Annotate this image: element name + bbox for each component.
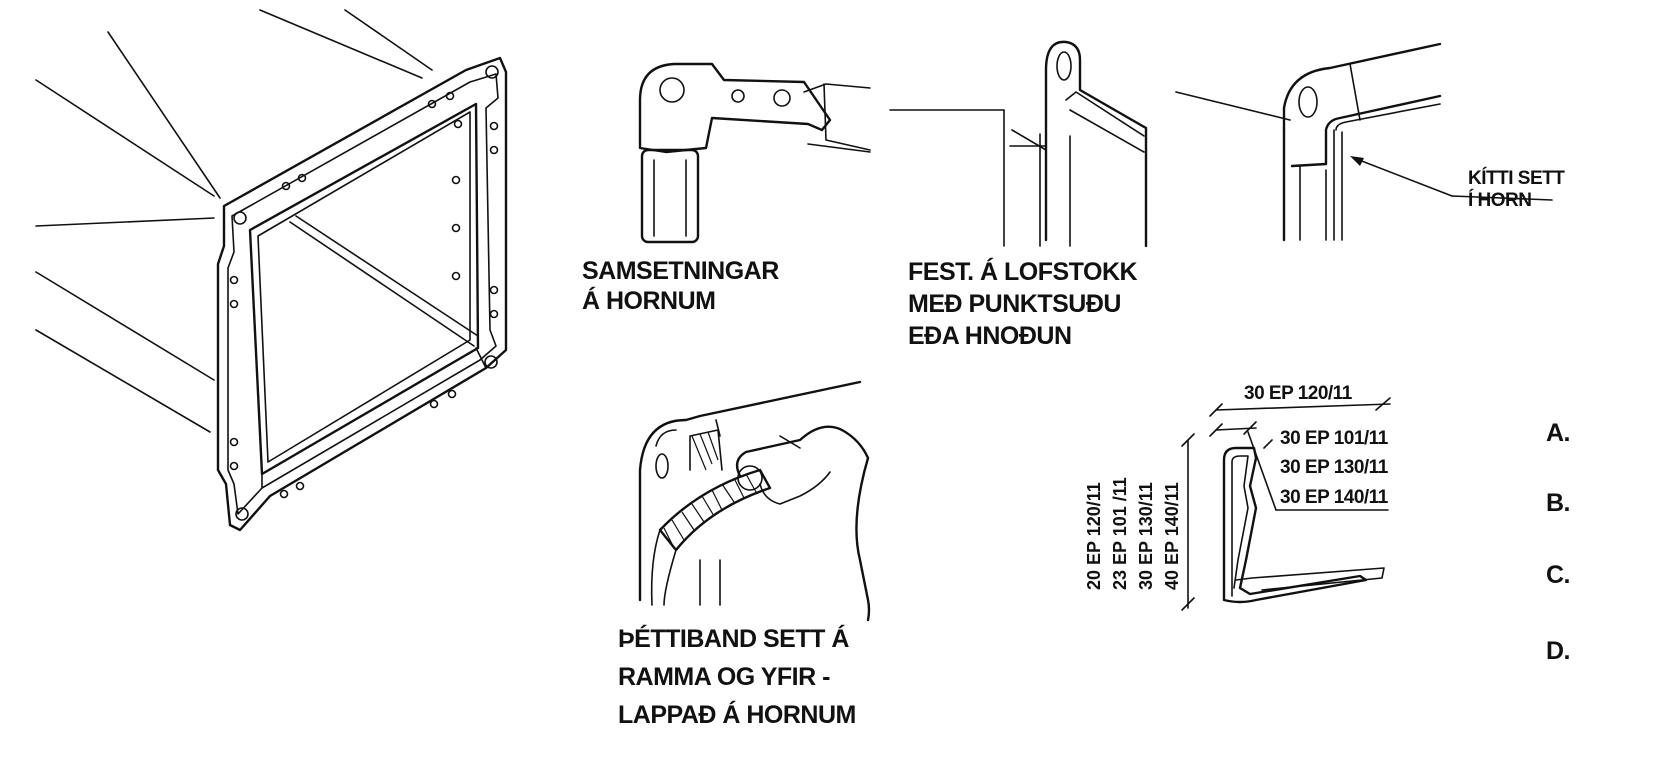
fastening-detail — [889, 40, 1148, 248]
gasket-label: ÞÉTTIBAND SETT Á RAMMA OG YFIR - LAPPAÐ … — [618, 620, 856, 734]
profile-height-label-b: 23 EP 101 /11 — [1110, 477, 1130, 590]
gasket-tape-detail — [638, 380, 871, 622]
corners-assembly-line-1: SAMSETNINGAR — [582, 257, 779, 285]
putty-line-1: KÍTTI SETT — [1468, 168, 1565, 189]
corners-assembly-line-2: Á HORNUM — [582, 287, 716, 315]
corner-assembly-detail — [638, 62, 871, 244]
duct-flange-frame — [216, 56, 508, 532]
putty-line-2: Í HORN — [1468, 190, 1532, 211]
profile-width-label-c: 30 EP 130/11 — [1280, 457, 1388, 478]
profile-width-label-a: 30 EP 120/11 — [1244, 383, 1352, 404]
fastening-label: FEST. Á LOFSTOKK MEÐ PUNKTSUÐU EÐA HNOÐU… — [908, 256, 1138, 352]
gasket-line-1: ÞÉTTIBAND SETT Á — [618, 625, 849, 653]
fastening-line-3: EÐA HNOÐUN — [908, 322, 1072, 350]
gasket-line-2: RAMMA OG YFIR - — [618, 663, 830, 691]
putty-label: KÍTTI SETT Í HORN — [1468, 168, 1565, 212]
option-b: B. — [1546, 489, 1571, 517]
fastening-line-2: MEÐ PUNKTSUÐU — [908, 290, 1121, 318]
profile-width-label-d: 30 EP 140/11 — [1280, 487, 1388, 508]
option-a: A. — [1546, 419, 1571, 447]
option-d: D. — [1546, 637, 1571, 665]
profile-height-label-c: 30 EP 130/11 — [1136, 482, 1156, 590]
option-c: C. — [1546, 561, 1571, 589]
duct-perspective-lines — [35, 9, 433, 433]
profile-height-label-d: 40 EP 140/11 — [1162, 482, 1182, 590]
profile-cross-section — [1181, 397, 1391, 611]
profile-height-label-a: 20 EP 120/11 — [1084, 482, 1104, 590]
corners-assembly-label: SAMSETNINGAR Á HORNUM — [582, 256, 779, 316]
putty-corner-detail — [1175, 42, 1553, 242]
fastening-line-1: FEST. Á LOFSTOKK — [908, 258, 1138, 286]
bolt-holes — [229, 65, 499, 521]
profile-width-label-b: 30 EP 101/11 — [1280, 428, 1388, 449]
gasket-line-3: LAPPAÐ Á HORNUM — [618, 701, 856, 729]
